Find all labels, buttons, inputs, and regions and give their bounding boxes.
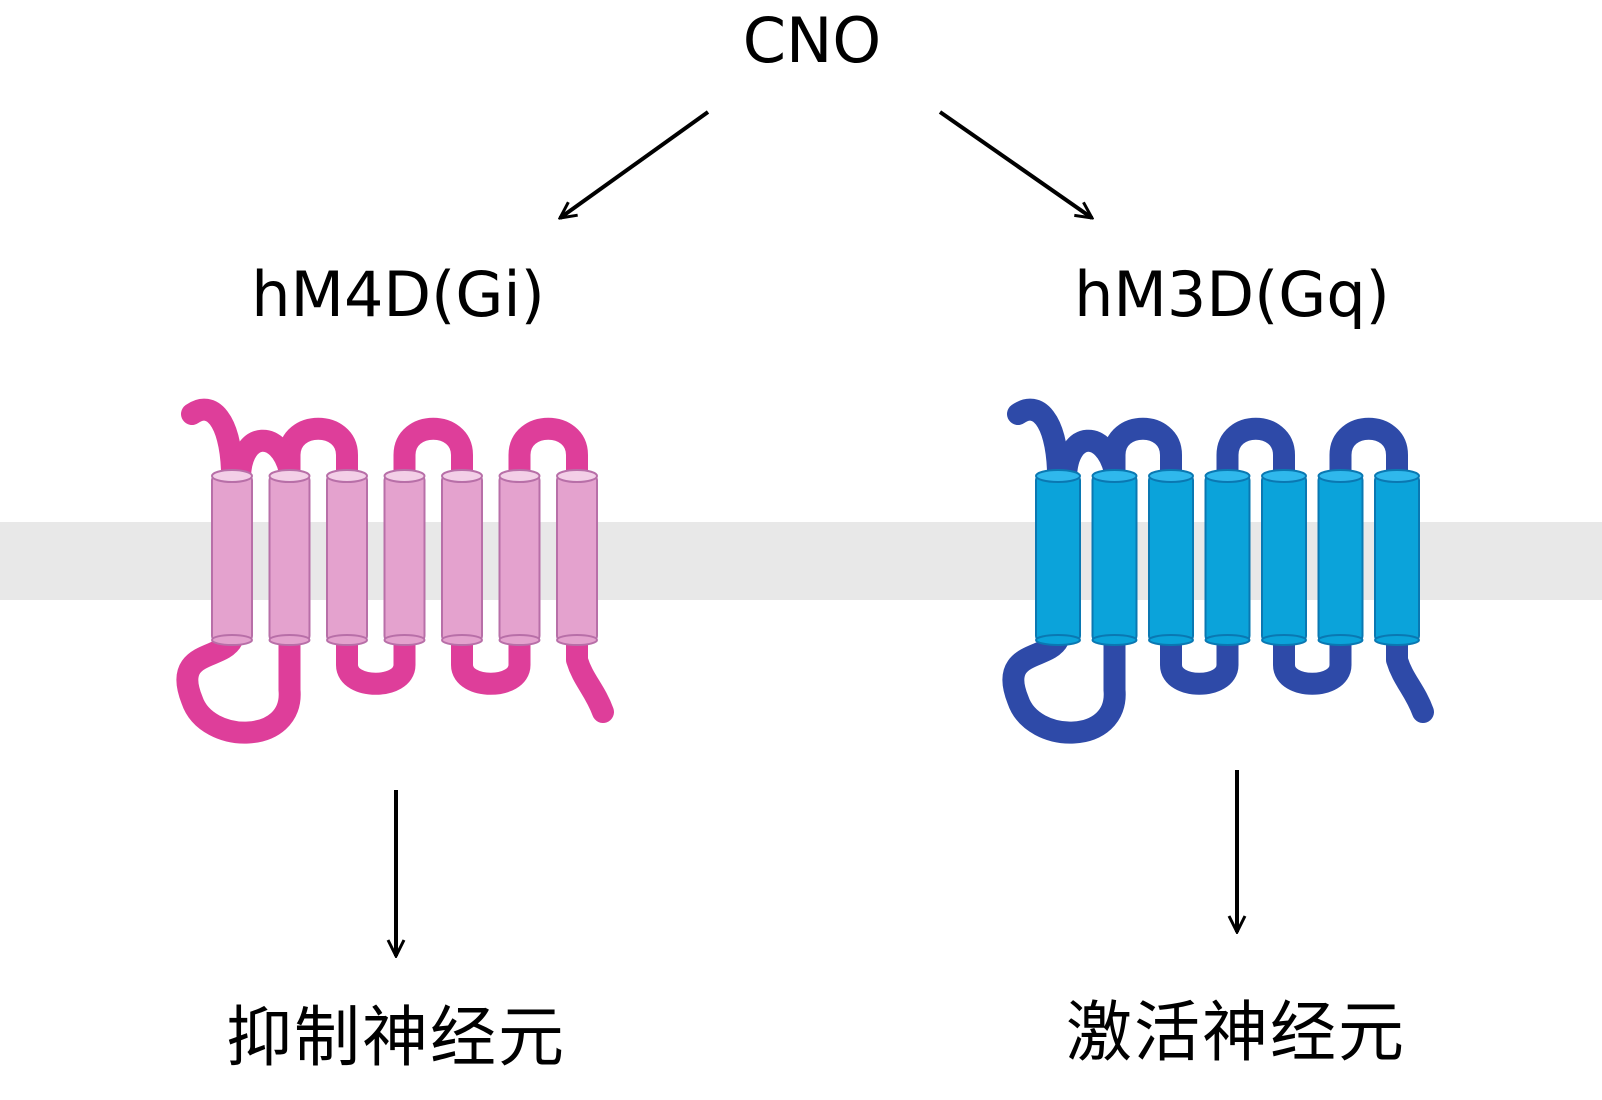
hm3d-receptor (1002, 398, 1434, 744)
helix-cylinder (556, 475, 598, 641)
arrow-cno-to-hm3d (938, 110, 1092, 218)
helix-cap (1035, 469, 1081, 483)
receptor-label-hm4d: hM4D(Gi) (251, 258, 545, 331)
helix-base (1091, 634, 1138, 646)
helix-cap (1091, 469, 1138, 483)
helix-cylinder (441, 475, 483, 641)
helix-cap (556, 469, 598, 483)
helix-cylinder (1091, 475, 1138, 641)
helix-cylinder (1148, 475, 1194, 641)
helix-cap (268, 469, 311, 483)
helix-base (1035, 634, 1081, 646)
helix-base (1317, 634, 1364, 646)
outcome-label-inhibit: 抑制神经元 (226, 999, 566, 1076)
helix-cylinder (1317, 475, 1364, 641)
helix-base (211, 634, 253, 646)
helix-cap (1317, 469, 1364, 483)
helix-base (326, 634, 368, 646)
helix-base (556, 634, 598, 646)
helix-cap (441, 469, 483, 483)
helix-cylinder (1374, 475, 1420, 641)
helix-cylinder (268, 475, 311, 641)
helix-cap (1374, 469, 1420, 483)
helix-base (268, 634, 311, 646)
helix-cylinder (326, 475, 368, 641)
ligand-label: CNO (742, 4, 882, 77)
helix-cap (326, 469, 368, 483)
helix-cylinder (211, 475, 253, 641)
helix-cap (383, 469, 426, 483)
helix-cap (498, 469, 541, 483)
hm4d-receptor (176, 398, 614, 744)
helix-cylinder (498, 475, 541, 641)
helix-base (1148, 634, 1194, 646)
helix-base (441, 634, 483, 646)
helix-cap (1148, 469, 1194, 483)
helix-base (1374, 634, 1420, 646)
outcome-label-activate: 激活神经元 (1066, 994, 1406, 1071)
helix-cap (1204, 469, 1251, 483)
helix-base (1204, 634, 1251, 646)
helix-base (498, 634, 541, 646)
helix-base (383, 634, 426, 646)
arrows (396, 110, 1237, 956)
helix-base (1261, 634, 1307, 646)
receptor-label-hm3d: hM3D(Gq) (1074, 258, 1390, 331)
helix-cylinder (1035, 475, 1081, 641)
helix-cylinder (383, 475, 426, 641)
arrow-cno-to-hm4d (560, 110, 710, 218)
helix-cap (211, 469, 253, 483)
helix-cylinder (1204, 475, 1251, 641)
helix-cap (1261, 469, 1307, 483)
helix-cylinder (1261, 475, 1307, 641)
